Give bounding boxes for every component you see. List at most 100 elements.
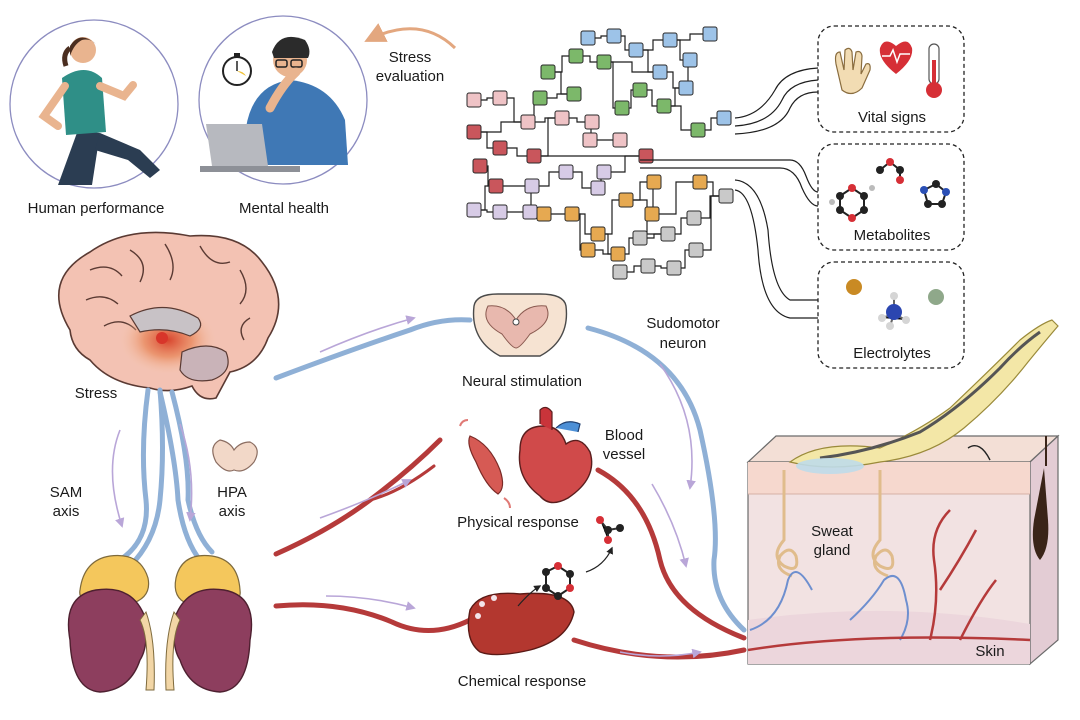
metabolites-label: Metabolites [854, 227, 931, 244]
stress-evaluation-label-line2: evaluation [376, 68, 444, 85]
wearable-sensor-patch [788, 319, 1059, 474]
vital-signs-label: Vital signs [858, 109, 926, 126]
network-node [540, 64, 556, 80]
neural-stimulation-label: Neural stimulation [462, 373, 582, 390]
network-node [564, 206, 580, 222]
network-node [716, 110, 732, 126]
network-node [628, 42, 644, 58]
network-node [612, 264, 628, 280]
network-node [690, 122, 706, 138]
metabolite-molecule-small [596, 516, 624, 544]
brain-to-spine-nerve [273, 317, 473, 381]
network-node [718, 188, 734, 204]
network-node [686, 210, 702, 226]
network-node [590, 180, 606, 196]
sudomotor-arrow [659, 363, 696, 490]
network-node [644, 206, 660, 222]
network-node [614, 100, 630, 116]
network-node [596, 164, 612, 180]
clock-icon [222, 53, 252, 86]
electrolytes-label: Electrolytes [853, 345, 931, 362]
network-node [646, 174, 662, 190]
stress-evaluation-arrow [364, 23, 457, 50]
heart-icon [879, 41, 913, 74]
sudomotor-neuron [585, 325, 747, 633]
sudomotor-label-line2: neuron [660, 335, 707, 352]
skin-label: Skin [975, 643, 1004, 660]
blood-vessel-label-line1: Blood [605, 427, 643, 444]
network-node [554, 110, 570, 126]
network-node [558, 164, 574, 180]
sam-hpa-nerves [117, 387, 215, 569]
liver-to-molecule-arrow [517, 585, 542, 607]
sweat-gland [775, 470, 895, 578]
network-node [640, 258, 656, 274]
heart-organ [518, 406, 593, 504]
metabolites-box: Metabolites [817, 143, 965, 251]
hpa-axis-label-line1: HPA [217, 484, 247, 501]
network-edge [532, 171, 566, 187]
network-node [596, 54, 612, 70]
brain-to-spine-arrow [319, 315, 416, 353]
network-node [618, 192, 634, 208]
molecule-icon [829, 158, 950, 222]
network-output-wires [640, 67, 819, 319]
muscle-icon [459, 419, 511, 509]
network-node [466, 202, 482, 218]
sam-axis-label-line2: axis [53, 503, 80, 520]
network-node [566, 86, 582, 102]
network-node [492, 140, 508, 156]
sweat-gland-label-line1: Sweat [811, 523, 854, 540]
network-edge [652, 181, 700, 215]
network-node [532, 90, 548, 106]
network-node [536, 206, 552, 222]
electrolyte-ion-1 [846, 279, 862, 295]
network-edge [670, 33, 710, 41]
sweat-gland-nerves [749, 571, 909, 641]
hpa-axis-label-line2: axis [219, 503, 246, 520]
network-node [688, 242, 704, 258]
chemical-response-label: Chemical response [458, 673, 586, 690]
liver-organ [467, 592, 575, 656]
ammonium-molecule [878, 292, 910, 330]
molecule-to-sweat-arrow [585, 546, 613, 573]
network-node [652, 64, 668, 80]
chemical-to-skin-arrow [619, 648, 702, 659]
skin-cross-section [746, 434, 1060, 666]
pituitary-gland [212, 439, 258, 472]
axis-arrows [111, 423, 196, 528]
network-edge [474, 121, 528, 133]
network-node [580, 30, 596, 46]
network-node [580, 242, 596, 258]
network-node [656, 98, 672, 114]
network-node [582, 132, 598, 148]
stressed-person-at-laptop [200, 36, 348, 172]
network-node [472, 158, 488, 174]
sam-axis-label-line1: SAM [50, 484, 83, 501]
blood-vessel-label-line2: vessel [603, 446, 646, 463]
network-node [488, 178, 504, 194]
runner-figure [38, 37, 160, 185]
electrolytes-box: Electrolytes [817, 261, 965, 369]
network-edge [566, 171, 598, 189]
metabolite-molecule-chemical [542, 562, 574, 600]
network-node [466, 92, 482, 108]
mental-health-label: Mental health [239, 200, 329, 217]
stress-label: Stress [75, 385, 118, 402]
human-performance-label: Human performance [28, 200, 165, 217]
network-node [520, 114, 536, 130]
chemical-response-arrow [325, 595, 416, 611]
network-edge [500, 147, 534, 157]
thermometer-icon [926, 43, 942, 98]
spinal-cord-section [472, 293, 568, 357]
physical-response-arrow [319, 479, 412, 519]
network-edge [604, 61, 660, 73]
physical-response-vessel [273, 437, 443, 557]
adrenal-kidneys [67, 554, 253, 693]
sweat-gland-label-line2: gland [814, 542, 851, 559]
blood-vessel-arrow [651, 483, 689, 568]
network-node [632, 230, 648, 246]
network-node [632, 82, 648, 98]
human-performance-portrait [9, 19, 179, 189]
